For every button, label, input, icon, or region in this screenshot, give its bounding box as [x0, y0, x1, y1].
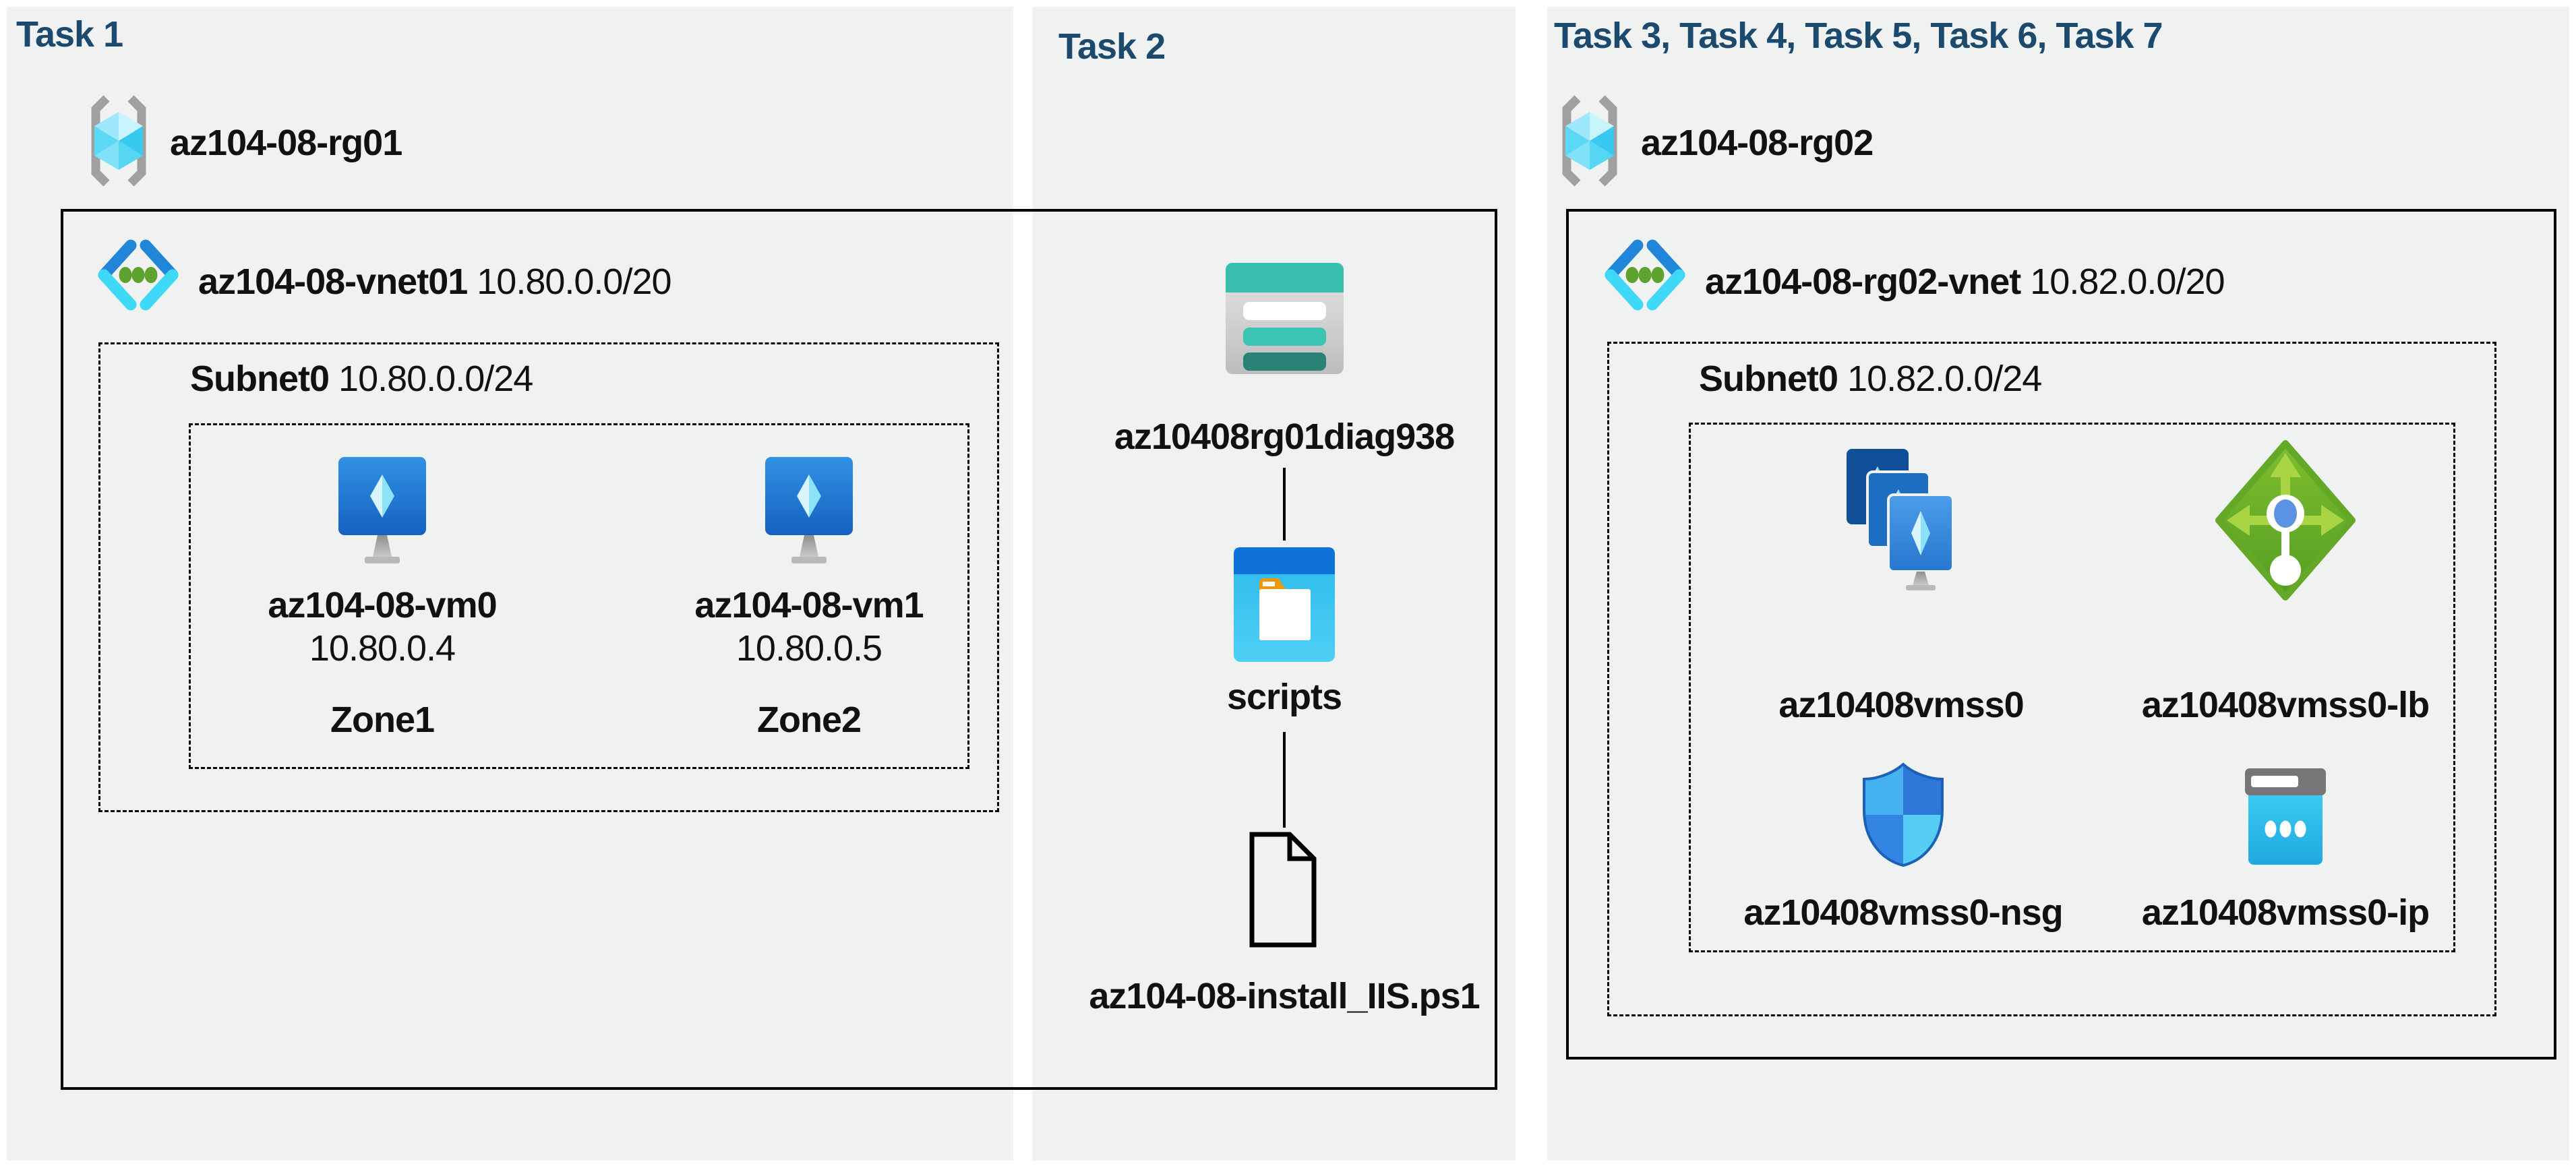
task2-title: Task 2 — [1058, 26, 1166, 67]
vmss-name: az10408vmss0 — [1778, 685, 2024, 725]
folder-icon — [1234, 547, 1335, 662]
vm-name: az104-08-vm1 — [694, 585, 924, 625]
connector-folder-to-file — [1283, 732, 1286, 828]
task3-subnet-box — [1607, 342, 2496, 1016]
task3-vnet-box — [1566, 209, 2556, 1060]
network-security-group-icon — [1859, 762, 1948, 868]
virtual-machine-icon — [338, 457, 426, 565]
vm-zone: Zone1 — [330, 700, 435, 740]
folder-name: scripts — [1226, 677, 1342, 717]
nsg-name: az10408vmss0-nsg — [1743, 892, 2063, 933]
subnet-cidr: 10.80.0.0/24 — [338, 359, 533, 399]
storage-account-name: az10408rg01diag938 — [1114, 417, 1455, 457]
vm-name: az104-08-vm0 — [268, 585, 497, 625]
vnet-cidr: 10.82.0.0/20 — [2030, 262, 2225, 302]
task3-resource-group-box — [1689, 423, 2455, 952]
storage-account-icon — [1226, 263, 1344, 374]
task3-panel — [1547, 7, 2569, 1161]
resource-group-name: az104-08-rg02 — [1641, 123, 1874, 163]
public-ip-name: az10408vmss0-ip — [2141, 892, 2430, 933]
vm-ip: 10.80.0.5 — [736, 628, 882, 669]
task1-title: Task 1 — [16, 14, 123, 55]
vnet-name: az104-08-rg02-vnet — [1705, 262, 2021, 302]
subnet-cidr: 10.82.0.0/24 — [1847, 359, 2042, 399]
virtual-network-icon — [96, 237, 181, 313]
virtual-network-icon — [1602, 237, 1687, 313]
vm-zone: Zone2 — [756, 700, 862, 740]
load-balancer-icon — [2215, 439, 2356, 601]
vnet-name: az104-08-vnet01 — [198, 262, 468, 302]
task1-panel — [7, 7, 1013, 1161]
vm-ip: 10.80.0.4 — [309, 628, 456, 669]
task1-vm-group-box — [189, 423, 969, 769]
subnet-name: Subnet0 — [190, 359, 330, 399]
public-ip-icon — [2245, 768, 2326, 866]
load-balancer-name: az10408vmss0-lb — [2141, 685, 2430, 725]
task3-title: Task 3, Task 4, Task 5, Task 6, Task 7 — [1554, 16, 2163, 56]
connector-storage-to-folder — [1283, 468, 1286, 541]
virtual-machine-icon — [765, 457, 853, 565]
file-icon — [1248, 830, 1318, 949]
task1-vnet-box — [61, 209, 1497, 1090]
script-file-name: az104-08-install_IIS.ps1 — [1089, 976, 1480, 1016]
resource-group-name: az104-08-rg01 — [170, 123, 402, 163]
task1-subnet-box — [98, 342, 999, 812]
resource-group-icon — [86, 93, 151, 189]
vnet-cidr: 10.80.0.0/20 — [477, 262, 671, 302]
resource-group-icon — [1557, 93, 1622, 189]
subnet-name: Subnet0 — [1699, 359, 1838, 399]
vm-scale-set-icon — [1847, 449, 1956, 590]
